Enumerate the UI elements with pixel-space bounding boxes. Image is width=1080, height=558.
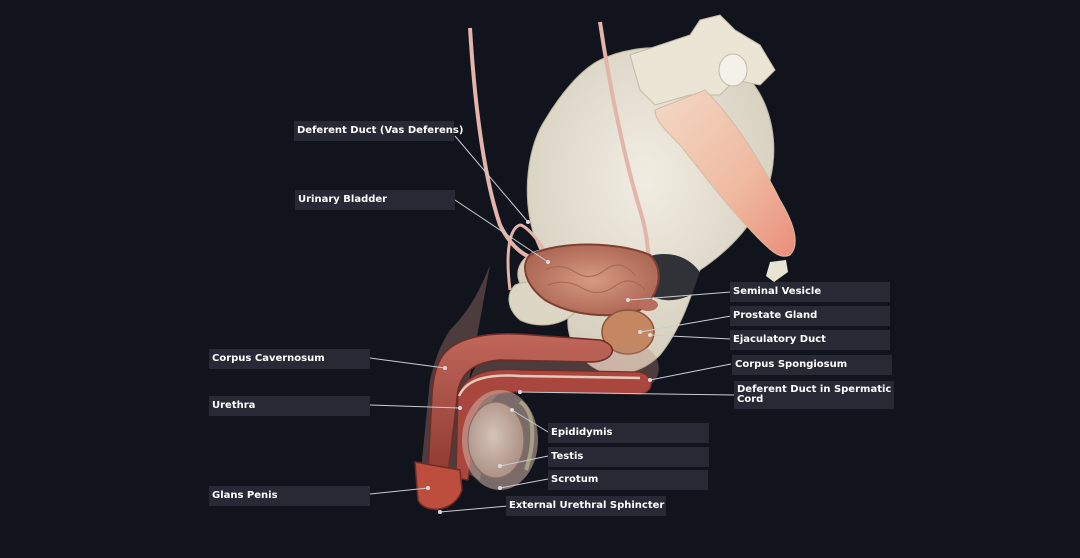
vertebra [629,14,776,106]
label-ejaculatory-duct: Ejaculatory Duct [730,330,890,350]
prostate-shape [601,299,658,355]
label-seminal-vesicle: Seminal Vesicle [730,282,890,302]
sacrum [654,89,796,282]
urinary-bladder-shape [524,243,660,317]
label-deferent-duct: Deferent Duct (Vas Deferens) [294,121,463,141]
label-urinary-bladder: Urinary Bladder [295,190,455,210]
label-testis: Testis [548,447,709,467]
label-external-urethral-sphincter: External Urethral Sphincter [506,496,666,516]
label-corpus-spongiosum: Corpus Spongiosum [732,355,892,375]
label-scrotum: Scrotum [548,470,708,490]
label-urethra: Urethra [209,396,370,416]
label-corpus-cavernosum: Corpus Cavernosum [209,349,370,369]
testis-shape [462,390,538,490]
leader-lines [369,135,736,513]
label-epididymis: Epididymis [548,423,709,443]
label-prostate-gland: Prostate Gland [730,306,890,326]
label-glans-penis: Glans Penis [209,486,370,506]
leader-dots [426,220,652,514]
label-deferent-duct-spermatic-cord: Deferent Duct in Spermatic Cord [734,381,894,409]
